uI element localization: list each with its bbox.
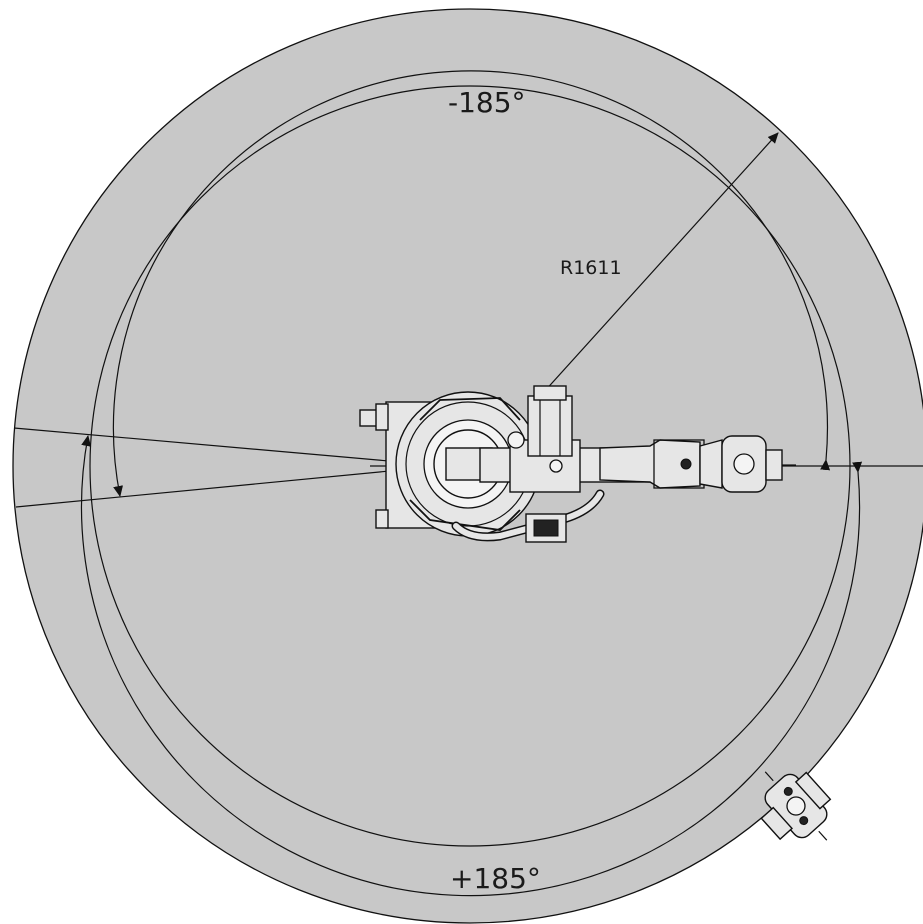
negative-rotation-arc <box>112 70 831 497</box>
radius-dimension-line <box>542 132 779 394</box>
positive-rotation-arc <box>80 435 863 897</box>
wrist-detail-rotated <box>760 771 832 841</box>
robot-top-view <box>359 385 796 543</box>
angle-label-positive: +185° <box>450 862 541 895</box>
angle-label-negative: -185° <box>448 86 526 119</box>
radius-label: R1611 <box>560 257 622 279</box>
